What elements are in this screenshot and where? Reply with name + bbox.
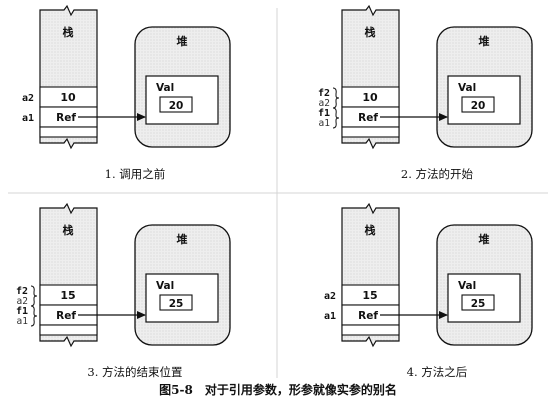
alias-brace [332, 87, 340, 109]
heap-label: 堆 [177, 34, 188, 48]
heap-field-value: 20 [169, 100, 184, 112]
heap-field-value: 25 [471, 298, 486, 310]
stack-value-upper: 10 [362, 91, 378, 104]
var-name-lower: a1 [22, 113, 34, 124]
stack-value-lower: Ref [56, 310, 76, 322]
heap-field-box [461, 96, 495, 113]
stack-value-upper: 15 [362, 289, 377, 302]
alias-brace [30, 285, 38, 307]
alias-brace [30, 305, 38, 327]
arg-name-lower: a1 [319, 118, 331, 129]
heap-label: 堆 [479, 232, 490, 246]
panel-title: 4. 方法之后 [407, 365, 468, 379]
panel-title: 1. 调用之前 [105, 167, 166, 181]
stack-cell-blank [341, 126, 400, 138]
stack-label: 栈 [63, 25, 74, 39]
param-name-upper: f2 [318, 88, 330, 99]
heap-field-value: 20 [471, 100, 486, 112]
var-name-upper: a2 [22, 93, 34, 104]
panel-title: 2. 方法的开始 [401, 167, 474, 181]
stack-label: 栈 [365, 223, 376, 237]
heap-label: 堆 [177, 232, 188, 246]
alias-brace [332, 107, 340, 129]
var-name-upper: a2 [324, 291, 336, 302]
heap-field-label: Val [458, 280, 476, 292]
stack-value-lower: Ref [358, 112, 378, 124]
stack-cell-blank [39, 324, 98, 336]
stack-cell-blank [341, 324, 400, 336]
stack-label: 栈 [365, 25, 376, 39]
figure-caption: 图5-8 对于引用参数，形参就像实参的别名 [159, 382, 397, 397]
heap-label: 堆 [479, 34, 490, 48]
arg-name-lower: a1 [17, 316, 29, 327]
heap-field-box [461, 294, 495, 311]
panel-title: 3. 方法的结束位置 [87, 365, 182, 379]
heap-field-label: Val [156, 280, 174, 292]
heap-field-label: Val [156, 82, 174, 94]
heap-field-value: 25 [169, 298, 184, 310]
heap-field-label: Val [458, 82, 476, 94]
stack-value-lower: Ref [56, 112, 76, 124]
arg-name-upper: a2 [17, 296, 28, 307]
param-name-lower: f1 [318, 108, 330, 119]
var-name-lower: a1 [324, 311, 336, 322]
stack-value-lower: Ref [358, 310, 378, 322]
param-name-lower: f1 [16, 306, 28, 317]
stack-cell-blank [39, 126, 98, 138]
heap-field-box [159, 294, 193, 311]
param-name-upper: f2 [16, 286, 28, 297]
stack-label: 栈 [63, 223, 74, 237]
stack-value-upper: 10 [60, 91, 76, 104]
arg-name-upper: a2 [319, 98, 330, 109]
heap-field-box [159, 96, 193, 113]
stack-value-upper: 15 [60, 289, 75, 302]
